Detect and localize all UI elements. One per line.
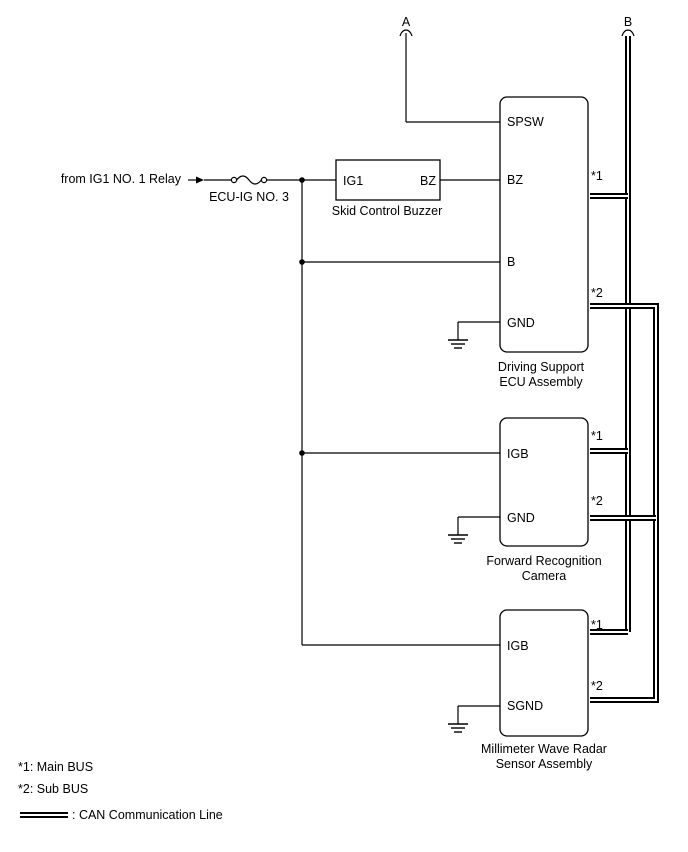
buzzer-pin-ig1: IG1 bbox=[343, 174, 363, 188]
ground-icon bbox=[447, 705, 469, 733]
connector-a: A bbox=[399, 15, 500, 123]
camera-bus1-label: *1 bbox=[591, 429, 603, 443]
camera-name-line2: Camera bbox=[522, 569, 567, 583]
buzzer-pin-bz: BZ bbox=[420, 174, 436, 188]
radar-pin-sgnd: SGND bbox=[507, 699, 543, 713]
legend: *1: Main BUS *2: Sub BUS : CAN Communica… bbox=[18, 760, 223, 822]
ecu-pin-spsw: SPSW bbox=[507, 115, 544, 129]
radar-name-line2: Sensor Assembly bbox=[496, 757, 593, 771]
ecu-bus2-label: *2 bbox=[591, 286, 603, 300]
radar-name-line1: Millimeter Wave Radar bbox=[481, 742, 607, 756]
legend-main-bus: *1: Main BUS bbox=[18, 760, 93, 774]
ecu-pin-bz: BZ bbox=[507, 173, 523, 187]
legend-sub-bus: *2: Sub BUS bbox=[18, 782, 88, 796]
ecu-name-line2: ECU Assembly bbox=[499, 375, 583, 389]
ecu-name-line1: Driving Support bbox=[498, 360, 585, 374]
fuse-icon bbox=[230, 175, 268, 185]
camera-pin-igb: IGB bbox=[507, 447, 529, 461]
ground-icon bbox=[447, 516, 469, 544]
radar-pin-igb: IGB bbox=[507, 639, 529, 653]
connector-b: B bbox=[621, 15, 635, 37]
forward-recognition-camera: IGB GND *1 *2 Forward Recognition Camera bbox=[447, 417, 603, 583]
ecu-bus1-label: *1 bbox=[591, 169, 603, 183]
camera-name-line1: Forward Recognition bbox=[486, 554, 601, 568]
source-label: from IG1 NO. 1 Relay bbox=[61, 172, 182, 186]
radar-bus2-label: *2 bbox=[591, 679, 603, 693]
ecu-pin-b: B bbox=[507, 255, 515, 269]
power-feed: from IG1 NO. 1 Relay ECU-IG NO. 3 bbox=[61, 172, 500, 646]
ecu-pin-gnd: GND bbox=[507, 316, 535, 330]
can-bus-lines bbox=[590, 36, 659, 703]
skid-control-buzzer: IG1 BZ Skid Control Buzzer bbox=[332, 159, 500, 218]
radar-bus1-label: *1 bbox=[591, 618, 603, 632]
ground-icon bbox=[447, 321, 469, 349]
buzzer-name: Skid Control Buzzer bbox=[332, 204, 442, 218]
fuse-label: ECU-IG NO. 3 bbox=[209, 190, 289, 204]
driving-support-ecu: SPSW BZ B GND *1 *2 Driving Support ECU … bbox=[447, 96, 603, 389]
connector-b-label: B bbox=[624, 15, 632, 29]
connector-a-label: A bbox=[402, 15, 411, 29]
camera-bus2-label: *2 bbox=[591, 494, 603, 508]
camera-pin-gnd: GND bbox=[507, 511, 535, 525]
legend-can-line: : CAN Communication Line bbox=[72, 808, 223, 822]
junction-dot bbox=[299, 177, 305, 183]
millimeter-wave-radar-sensor: IGB SGND *1 *2 Millimeter Wave Radar Sen… bbox=[447, 609, 607, 771]
arrow-icon bbox=[196, 176, 204, 184]
